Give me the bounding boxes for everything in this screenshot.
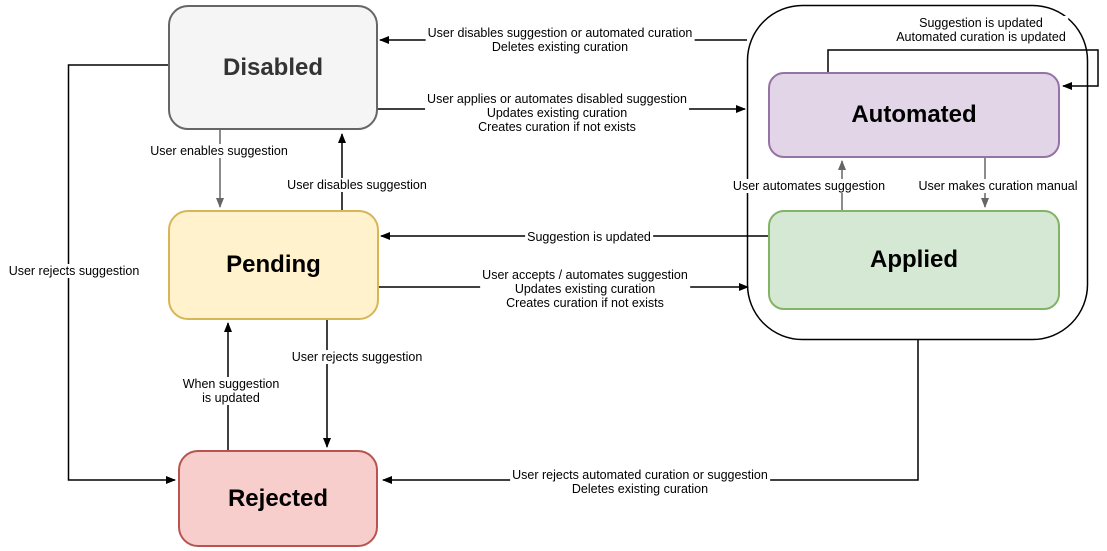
edge-label-line: Deletes existing curation	[491, 40, 629, 54]
edge-label-pending-to-disabled: User disables suggestion	[285, 178, 429, 192]
edge-label-disabled-to-pending: User enables suggestion	[148, 144, 290, 158]
state-disabled: Disabled	[168, 5, 378, 130]
edge-label-line: User accepts / automates suggestion	[482, 268, 688, 282]
state-pending-label: Pending	[226, 251, 321, 278]
edge-label-disabled-to-container: User applies or automates disabled sugge…	[425, 92, 689, 134]
edge-label-line: Deletes existing curation	[571, 482, 709, 496]
edge-label-line: is updated	[202, 391, 260, 405]
edge-label-automated-self-loop: Suggestion is updated Automated curation…	[894, 16, 1068, 44]
state-applied-label: Applied	[870, 246, 958, 273]
automated-applied-group-outline	[746, 4, 1089, 341]
edge-label-disabled-to-rejected: User rejects suggestion	[6, 264, 142, 278]
state-applied: Applied	[768, 210, 1060, 310]
edge-label-applied-to-automated: User automates suggestion	[730, 179, 888, 193]
edge-label-line: User disables suggestion or automated cu…	[427, 26, 693, 40]
edge-automated-self-loop	[827, 49, 1099, 90]
state-disabled-label: Disabled	[222, 53, 324, 81]
state-automated-label: Automated	[851, 101, 977, 128]
edge-label-pending-to-rejected: User rejects suggestion	[289, 350, 425, 364]
state-rejected-label: Rejected	[227, 484, 329, 512]
edge-label-line: Creates curation if not exists	[506, 296, 664, 310]
edge-label-line: Automated curation is updated	[896, 30, 1066, 44]
edge-label-line: User applies or automates disabled sugge…	[427, 92, 687, 106]
edge-label-pending-to-container: User accepts / automates suggestion Upda…	[480, 268, 690, 310]
state-pending: Pending	[168, 210, 379, 320]
state-automated: Automated	[768, 72, 1060, 158]
edge-label-applied-to-pending: Suggestion is updated	[525, 230, 653, 244]
edge-label-line: User rejects automated curation or sugge…	[512, 468, 768, 482]
edge-label-line: Suggestion is updated	[919, 16, 1043, 30]
edge-label-line: When suggestion	[182, 377, 280, 391]
edge-label-rejected-to-pending: When suggestion is updated	[180, 377, 282, 405]
state-rejected: Rejected	[178, 450, 378, 547]
edge-label-container-to-rejected: User rejects automated curation or sugge…	[510, 468, 770, 496]
edge-label-container-to-disabled: User disables suggestion or automated cu…	[425, 26, 695, 54]
edge-label-automated-to-applied: User makes curation manual	[916, 179, 1080, 193]
edge-label-line: Creates curation if not exists	[478, 120, 636, 134]
edge-container-to-rejected	[382, 340, 919, 484]
edge-label-line: Updates existing curation	[514, 282, 656, 296]
edge-label-line: Updates existing curation	[486, 106, 628, 120]
